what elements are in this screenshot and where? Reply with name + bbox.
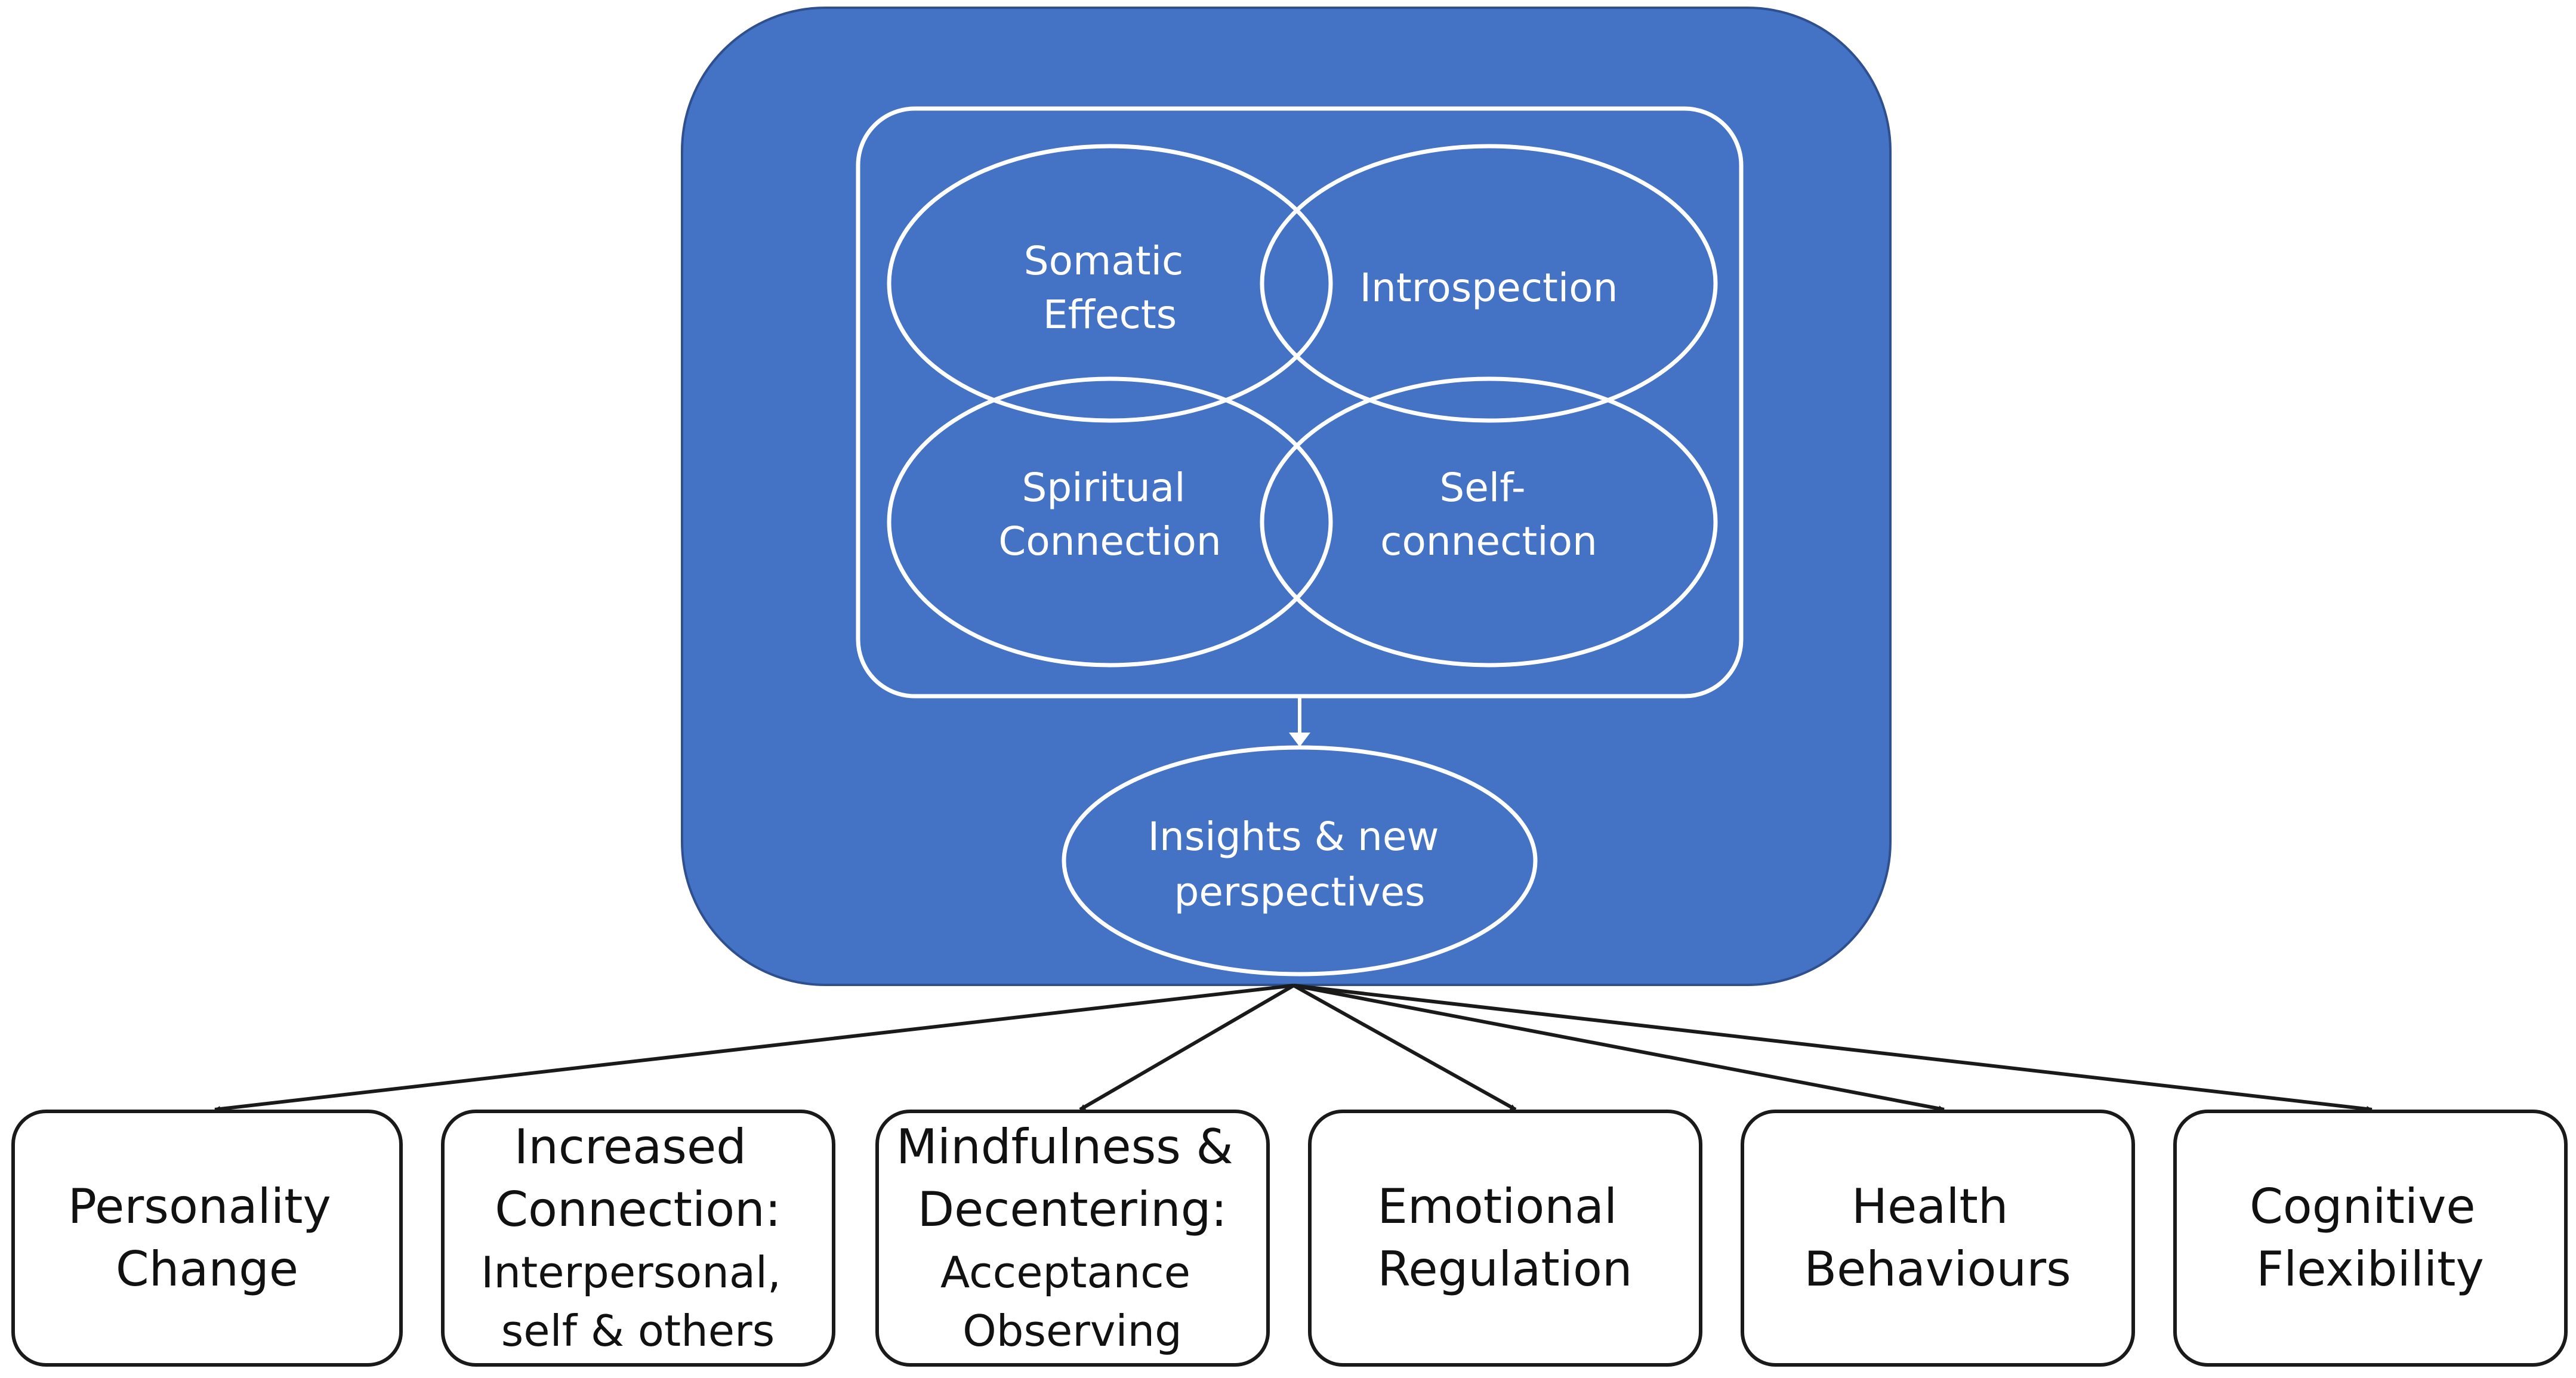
mechanism-ellipse-introspection — [1260, 144, 1718, 423]
mechanism-label-self-connection: Self- connection — [1380, 465, 1597, 564]
outcome-label-mindfulness-decentering: Mindfulness & Decentering: — [896, 1119, 1248, 1237]
mechanism-label-somatic-effects: Somatic Effects — [1024, 238, 1196, 338]
outcome-label-increased-connection: Increased Connection: — [495, 1119, 781, 1237]
outcome-box-health-behaviours — [1741, 1110, 2135, 1367]
mechanisms-to-insight-arrowhead — [1289, 733, 1310, 747]
arrow-to-health-behaviours — [1293, 984, 1945, 1112]
mechanism-ellipse-somatic-effects — [887, 144, 1333, 423]
outcome-box-mindfulness-decentering — [875, 1110, 1270, 1367]
mechanism-label-spiritual-connection: Spiritual Connection — [998, 465, 1221, 564]
outcome-label-health-behaviours: Health Behaviours — [1804, 1179, 2071, 1297]
outcome-label-personality-change: Personality Change — [68, 1179, 346, 1297]
outcome-label-emotional-regulation: Emotional Regulation — [1377, 1179, 1632, 1297]
mechanism-ellipse-spiritual-connection — [887, 376, 1333, 668]
insight-ellipse — [1062, 745, 1538, 977]
outcome-box-personality-change — [11, 1110, 403, 1367]
outcome-box-emotional-regulation — [1308, 1110, 1702, 1367]
insight-label: Insights & new perspectives — [1148, 814, 1452, 915]
arrow-to-mindfulness-decentering — [1079, 984, 1295, 1111]
arrow-to-emotional-regulation — [1292, 984, 1517, 1111]
outcome-box-cognitive-flexibility — [2173, 1110, 2568, 1367]
outcome-arrows — [214, 984, 2373, 1112]
outcome-sublabel-increased-connection: Interpersonal, self & others — [481, 1247, 795, 1356]
mechanism-label-introspection: Introspection — [1360, 265, 1618, 311]
outcome-label-cognitive-flexibility: Cognitive Flexibility — [2250, 1179, 2491, 1297]
arrow-to-cognitive-flexibility — [1293, 984, 2373, 1112]
arrow-to-personality-change — [214, 984, 1294, 1112]
mechanisms-frame — [856, 106, 1744, 699]
outcome-box-increased-connection — [441, 1110, 835, 1367]
mechanism-ellipse-self-connection — [1260, 376, 1718, 668]
outcome-sublabel-mindfulness-decentering: Acceptance Observing — [940, 1247, 1204, 1356]
